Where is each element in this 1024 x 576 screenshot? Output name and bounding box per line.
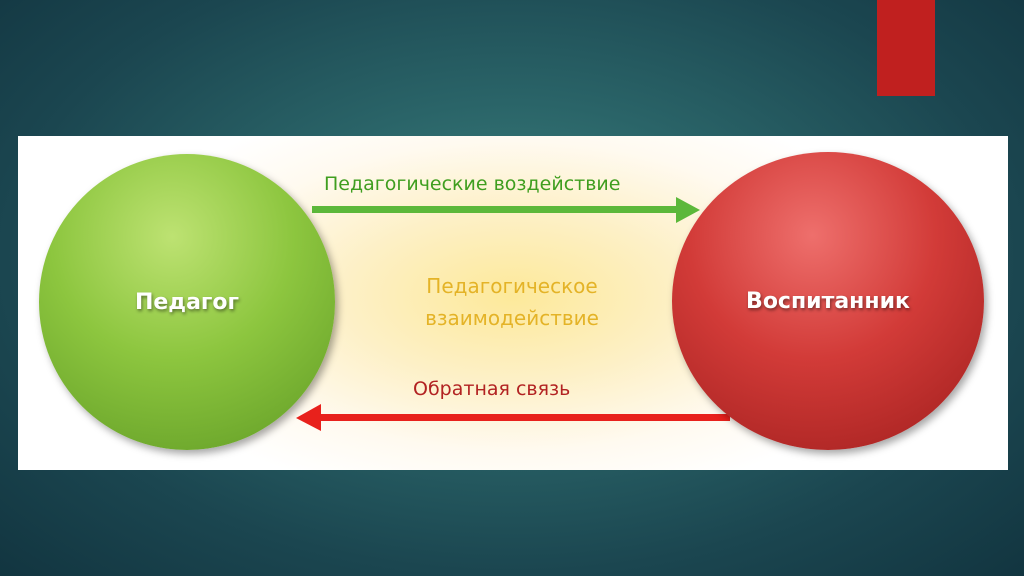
top-arrow-shaft: [312, 206, 682, 213]
bottom-arrow-label: Обратная связь: [413, 378, 571, 400]
bottom-arrow-shaft: [316, 414, 730, 421]
center-text-line2: взаимодействие: [425, 306, 599, 330]
red-accent-tab: [877, 0, 935, 96]
bottom-arrow-head: [296, 404, 321, 431]
pedagog-circle: Педагог: [39, 154, 335, 450]
center-text: Педагогическое взаимодействие: [380, 270, 644, 334]
top-arrow-label: Педагогические воздействие: [324, 173, 621, 195]
center-text-line1: Педагогическое: [426, 274, 598, 298]
vospitannik-label: Воспитанник: [746, 288, 910, 314]
top-arrow: [312, 197, 700, 223]
vospitannik-circle: Воспитанник: [672, 152, 984, 450]
pedagog-label: Педагог: [134, 289, 240, 315]
bottom-arrow: [296, 404, 730, 431]
top-arrow-head: [676, 197, 700, 223]
